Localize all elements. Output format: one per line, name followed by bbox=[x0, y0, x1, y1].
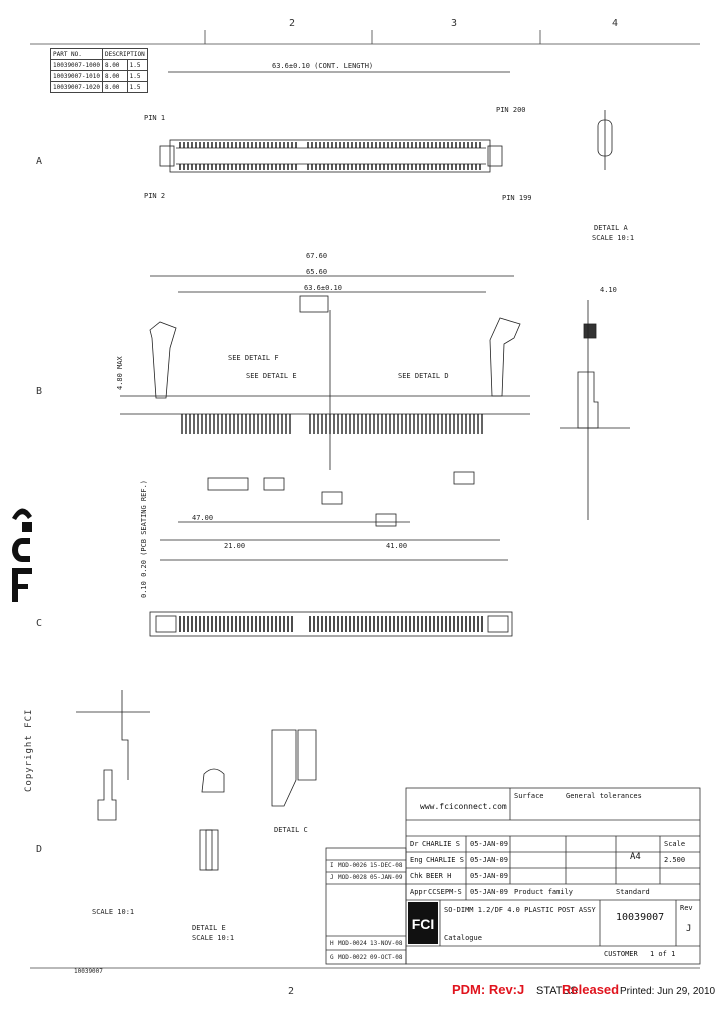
appr-label: Appr bbox=[410, 888, 427, 896]
product-family-label: Product family bbox=[514, 888, 574, 896]
pin2-label: PIN 2 bbox=[144, 192, 166, 200]
appr-name: CCSEPM-S bbox=[428, 888, 462, 896]
dr-name: CHARLIE S bbox=[422, 840, 460, 848]
chk-date: 05-JAN-09 bbox=[470, 872, 508, 880]
rev-history-date: 05-JAN-09 bbox=[370, 874, 403, 881]
part-table-cell: 1.5 bbox=[126, 81, 148, 93]
zone-row-c: C bbox=[36, 618, 43, 629]
status-label: STATUS bbox=[536, 985, 578, 997]
rev-history-ecn: MOD-0022 bbox=[338, 954, 367, 961]
copyright-text: Copyright FCI bbox=[24, 708, 34, 792]
size-value: A4 bbox=[630, 852, 641, 862]
rev-history-date: 13-NOV-08 bbox=[370, 940, 403, 947]
rev-history-rev: H bbox=[330, 940, 334, 947]
dim-b3: 41.00 bbox=[386, 542, 408, 550]
dim-b2: 21.00 bbox=[224, 542, 246, 550]
chk-name: BEER H bbox=[426, 872, 452, 880]
part-table-cell: 8.00 bbox=[101, 59, 128, 71]
see-detail-d-label: SEE DETAIL D bbox=[398, 372, 449, 380]
eng-name: CHARLIE S bbox=[426, 856, 464, 864]
drawing-title-line1: SO-DIMM 1.2/DF 4.0 PLASTIC POST ASSY bbox=[444, 906, 596, 914]
brand-mark: FCI bbox=[412, 916, 435, 932]
chk-label: Chk bbox=[410, 872, 423, 880]
dim-c: 4.10 bbox=[600, 286, 617, 294]
zone-label: 4 bbox=[612, 18, 619, 29]
general-tolerances-label: General tolerances bbox=[566, 792, 642, 800]
detail-d-scale: SCALE 10:1 bbox=[92, 908, 135, 916]
scale-label: Scale bbox=[664, 840, 686, 848]
part-table-cell: 10039007-1020 bbox=[50, 81, 103, 93]
website-label: www.fciconnect.com bbox=[420, 802, 507, 811]
fci-logo-titleblock: FCI bbox=[408, 902, 438, 944]
fci-logo-side bbox=[8, 498, 36, 608]
rev-value: J bbox=[686, 924, 692, 934]
see-detail-f-label: SEE DETAIL F bbox=[228, 354, 279, 362]
rev-label: Rev bbox=[680, 904, 693, 912]
rev-history-ecn: MOD-0026 bbox=[338, 862, 367, 869]
scale-value: 2.500 bbox=[664, 856, 686, 864]
dim-a1: 67.60 bbox=[306, 252, 328, 260]
zone-label: 2 bbox=[289, 18, 296, 29]
appr-date: 05-JAN-09 bbox=[470, 888, 508, 896]
rev-history-rev: I bbox=[330, 862, 334, 869]
detail-a-title: DETAIL A bbox=[594, 224, 628, 232]
part-table-cell: 10039007-1010 bbox=[50, 70, 103, 82]
part-table-header: PART NO. bbox=[50, 48, 103, 60]
rev-history-date: 15-DEC-08 bbox=[370, 862, 403, 869]
overall-dimension: 63.6±0.10 (CONT. LENGTH) bbox=[272, 62, 374, 70]
part-table-cell: 10039007-1000 bbox=[50, 59, 103, 71]
zone-label: 2 bbox=[288, 986, 295, 997]
detail-a-scale: SCALE 10:1 bbox=[592, 234, 635, 242]
pin199-label: PIN 199 bbox=[502, 194, 532, 202]
detail-c-title: DETAIL C bbox=[274, 826, 308, 834]
height-max-label: 4.80 MAX bbox=[116, 356, 124, 390]
zone-row-b: B bbox=[36, 386, 43, 397]
catalog-label: Catalogue bbox=[444, 934, 482, 942]
rev-history-rev: J bbox=[330, 874, 334, 881]
pcb-seating-label: 0.10 0.20 (PCB SEATING REF.) bbox=[140, 479, 148, 598]
surface-label: Surface bbox=[514, 792, 544, 800]
rev-history-ecn: MOD-0024 bbox=[338, 940, 367, 947]
small-drawing-note: 10039007 bbox=[74, 968, 103, 975]
part-table-cell: 8.00 bbox=[101, 81, 128, 93]
product-family-value: Standard bbox=[616, 888, 650, 896]
eng-label: Eng bbox=[410, 856, 423, 864]
customer-label: CUSTOMER bbox=[604, 950, 638, 958]
dr-label: Dr bbox=[410, 840, 419, 848]
rev-history-date: 09-OCT-08 bbox=[370, 954, 403, 961]
part-table-cell: 1.5 bbox=[126, 70, 148, 82]
see-detail-e-label: SEE DETAIL E bbox=[246, 372, 297, 380]
part-number-table: PART NO. DESCRIPTION 10039007-1000 8.00 … bbox=[50, 48, 148, 93]
part-table-header: DESCRIPTION bbox=[101, 48, 148, 60]
dim-b1: 47.00 bbox=[192, 514, 214, 522]
zone-row-a: A bbox=[36, 156, 43, 167]
pin200-label: PIN 200 bbox=[496, 106, 526, 114]
sheet-label: 1 of 1 bbox=[650, 950, 676, 958]
zone-label: 3 bbox=[451, 18, 458, 29]
detail-e-scale: SCALE 10:1 bbox=[192, 934, 235, 942]
dr-date: 05-JAN-09 bbox=[470, 840, 508, 848]
printed-date: Printed: Jun 29, 2010 bbox=[620, 986, 716, 997]
pdm-revision: PDM: Rev:J bbox=[452, 982, 525, 997]
part-table-cell: 8.00 bbox=[101, 70, 128, 82]
dim-a2: 65.60 bbox=[306, 268, 328, 276]
rev-history-rev: G bbox=[330, 954, 334, 961]
pin1-label: PIN 1 bbox=[144, 114, 166, 122]
part-table-cell: 1.5 bbox=[126, 59, 148, 71]
status-value: Released bbox=[562, 982, 620, 997]
zone-row-d: D bbox=[36, 844, 43, 855]
drawing-number: 10039007 bbox=[616, 912, 665, 923]
rev-history-ecn: MOD-0028 bbox=[338, 874, 367, 881]
eng-date: 05-JAN-09 bbox=[470, 856, 508, 864]
dim-a3: 63.6±0.10 bbox=[304, 284, 342, 292]
detail-e-title: DETAIL E bbox=[192, 924, 226, 932]
